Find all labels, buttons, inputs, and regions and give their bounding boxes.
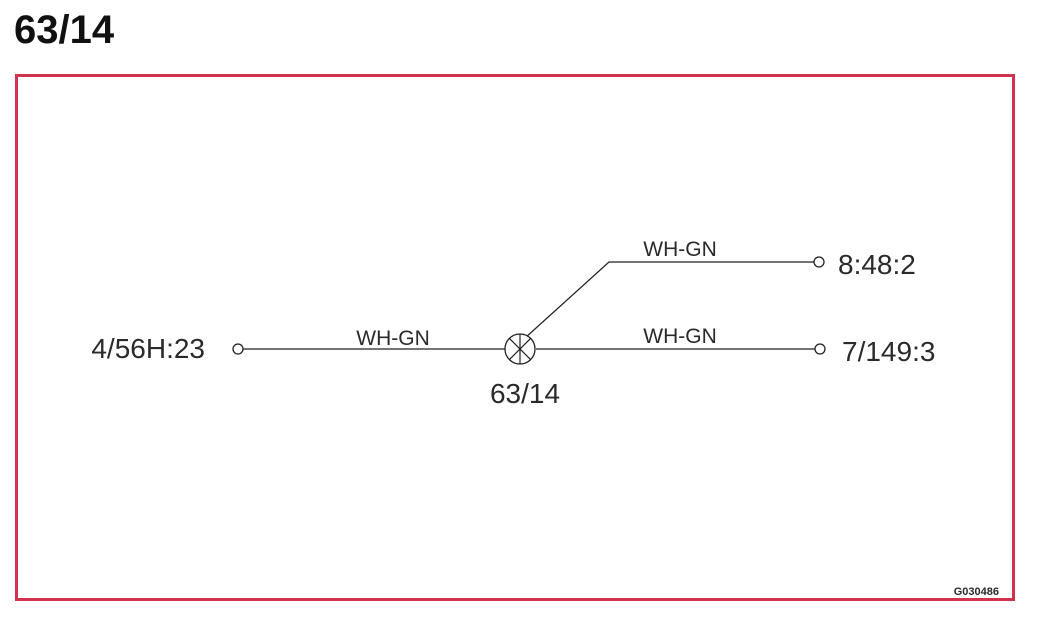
endpoint-right-lower-label: 7/149:3 <box>842 336 935 367</box>
wire-right-lower-label: WH-GN <box>643 325 716 348</box>
reference-code: G030486 <box>954 586 999 598</box>
endpoint-left-label: 4/56H:23 <box>91 333 205 364</box>
diagram-frame <box>15 74 1015 601</box>
page-title: 63/14 <box>14 8 115 52</box>
terminal-left-icon <box>232 343 244 355</box>
wire-right-upper <box>524 261 814 339</box>
splice-label: 63/14 <box>490 378 560 409</box>
wire-left-label: WH-GN <box>356 327 429 350</box>
terminal-right-upper-icon <box>813 256 825 268</box>
endpoint-right-upper-label: 8:48:2 <box>838 249 916 280</box>
terminal-right-lower-icon <box>814 343 826 355</box>
splice-circle-cross-icon <box>504 333 536 365</box>
wire-right-upper-label: WH-GN <box>643 238 716 261</box>
